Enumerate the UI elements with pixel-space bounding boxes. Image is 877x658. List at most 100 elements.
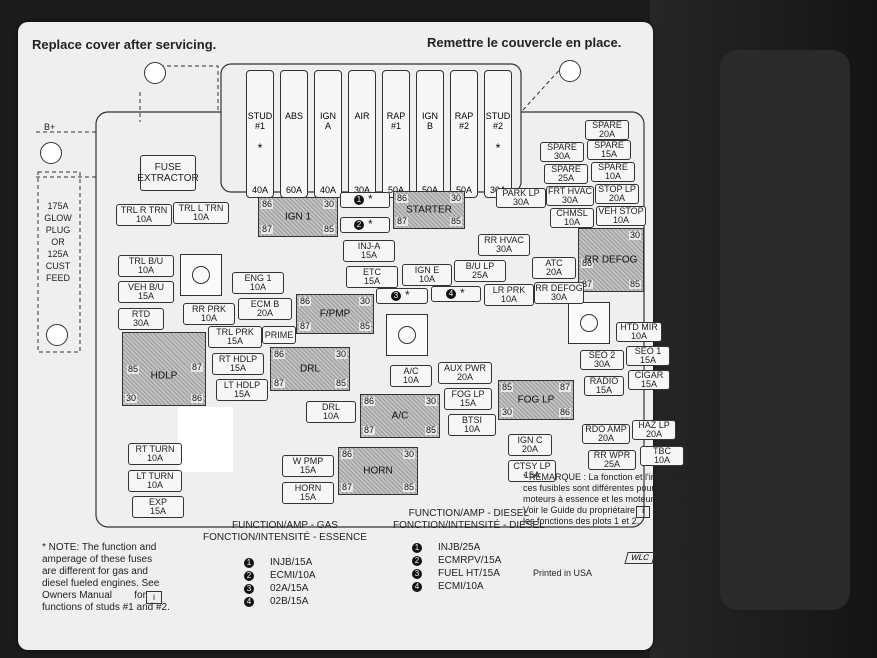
- fuse-trl-bu: TRL B/U 10A: [118, 255, 174, 277]
- fuse-radio: RADIO 15A: [584, 376, 624, 396]
- fuse-bu-lp: B/U LP 25A: [454, 260, 506, 282]
- fuse-ign-c: IGN C 20A: [508, 434, 552, 456]
- fuse-ign-e: IGN E 10A: [402, 264, 452, 286]
- mount-hole-2: [386, 314, 428, 356]
- fuse-trl-prk: TRL PRK 15A: [208, 326, 262, 348]
- maxi-fuse-name: RAP #2: [454, 111, 474, 131]
- fuse-rr-prk: RR PRK 10A: [183, 303, 235, 325]
- fuse-drl: DRL 10A: [306, 401, 356, 423]
- fuse-seo1: SEO 1 15A: [626, 346, 670, 366]
- fuse-spare4: SPARE 25A: [544, 164, 588, 184]
- fuse-spare3: SPARE 15A: [587, 140, 631, 160]
- marker-1: [340, 192, 390, 208]
- book-icon-fr: i: [636, 506, 650, 518]
- printed-in-usa: Printed in USA: [533, 568, 593, 578]
- maxi-fuse-amp: 30A: [353, 185, 370, 195]
- maxi-fuse-name: RAP #1: [386, 111, 406, 131]
- book-icon: i: [146, 591, 162, 604]
- marker-3: [376, 288, 428, 304]
- bplus-label: B+: [44, 122, 56, 132]
- fuse-ctsy-lp: CTSY LP 15A: [508, 460, 556, 482]
- maxi-fuse-name: ABS: [284, 111, 303, 121]
- maxi-fuse: IGN A 40A: [314, 70, 342, 198]
- fuse-etc: ETC 15A: [346, 266, 398, 288]
- fuse-rt-turn: RT TURN 10A: [128, 443, 182, 465]
- fuse-lr-prk: LR PRK 10A: [484, 284, 534, 306]
- header-en: Replace cover after servicing.: [32, 37, 217, 52]
- mount-hole-1: [180, 254, 222, 296]
- fuse-rdo-amp: RDO AMP 20A: [582, 424, 630, 444]
- fuse-frt-hvac: FRT HVAC 30A: [546, 186, 594, 206]
- fuse-stop-lp: STOP LP 20A: [595, 184, 639, 204]
- maxi-fuse-amp: 40A: [251, 185, 268, 195]
- maxi-fuse: ABS 60A: [280, 70, 308, 198]
- maxi-fuse-name: STUD #2: [485, 111, 511, 131]
- number-circle-icon: 1: [412, 543, 422, 553]
- fuse-spare1: SPARE 20A: [585, 120, 629, 140]
- number-circle-icon: 3: [412, 569, 422, 579]
- maxi-fuse: RAP #2 50A: [450, 70, 478, 198]
- fuse-w-pmp: W PMP 15A: [282, 455, 334, 477]
- note-french: * REMARQUE : La fonction et l'intensité …: [523, 472, 695, 526]
- fuse-veh-bu: VEH B/U 15A: [118, 281, 174, 303]
- background-panel: [720, 50, 850, 610]
- marker-3-num: 3: [391, 291, 401, 301]
- gas-title: FUNCTION/AMP - GAS FONCTION/INTENSITÉ - …: [203, 520, 367, 543]
- fuse-fog-lp: FOG LP 15A: [444, 388, 492, 410]
- number-circle-icon: 4: [244, 597, 254, 607]
- fuse-cigar: CIGAR 15A: [628, 370, 670, 390]
- marker-1-num: 1: [354, 195, 364, 205]
- fuse-tbc: TBC 10A: [640, 446, 684, 466]
- marker-4-num: 4: [446, 289, 456, 299]
- marker-4: [431, 286, 481, 302]
- maxi-fuse-amp: 60A: [285, 185, 302, 195]
- maxi-fuse-amp: 40A: [319, 185, 336, 195]
- maxi-fuse-name: IGN A: [319, 111, 336, 131]
- fuse-label: Replace cover after servicing. Remettre …: [18, 22, 710, 650]
- maxi-fuse-amp: 50A: [455, 185, 472, 195]
- stud-left-bottom-icon: [46, 324, 68, 346]
- fuse-rr-defog: RR DEFOG 30A: [534, 282, 584, 304]
- stud-left-top-icon: [144, 62, 166, 84]
- fuse-seo2: SEO 2 30A: [580, 350, 624, 370]
- diesel-title: FUNCTION/AMP - DIESEL FONCTION/INTENSITÉ…: [393, 508, 545, 531]
- fuse-prime: PRIME: [262, 326, 296, 344]
- fuse-inj-a: INJ-A 15A: [343, 240, 395, 262]
- number-circle-icon: 2: [244, 571, 254, 581]
- fuse-horn: HORN 15A: [282, 482, 334, 504]
- fuse-haz-lp: HAZ LP 20A: [632, 420, 676, 440]
- maxi-fuse-star: *: [257, 141, 263, 155]
- marker-2-star: *: [368, 217, 373, 231]
- fuse-trl-r-trn: TRL R TRN 10A: [116, 204, 172, 226]
- fuse-lt-hdlp: LT HDLP 15A: [216, 379, 268, 401]
- maxi-fuse-name: STUD #1: [247, 111, 273, 131]
- number-circle-icon: 2: [412, 556, 422, 566]
- fuse-spare5: SPARE 10A: [591, 162, 635, 182]
- fuse-rtd: RTD 30A: [118, 308, 164, 330]
- number-circle-icon: 1: [244, 558, 254, 568]
- marker-3-star: *: [405, 288, 410, 302]
- fuse-chmsl: CHMSL 10A: [550, 208, 594, 228]
- fuse-lt-turn: LT TURN 10A: [128, 470, 182, 492]
- maxi-fuse: STUD #1 40A *: [246, 70, 274, 198]
- marker-1-star: *: [368, 192, 373, 206]
- fuse-rr-hvac: RR HVAC 30A: [478, 234, 530, 256]
- mount-hole-3: [568, 302, 610, 344]
- marker-2: [340, 217, 390, 233]
